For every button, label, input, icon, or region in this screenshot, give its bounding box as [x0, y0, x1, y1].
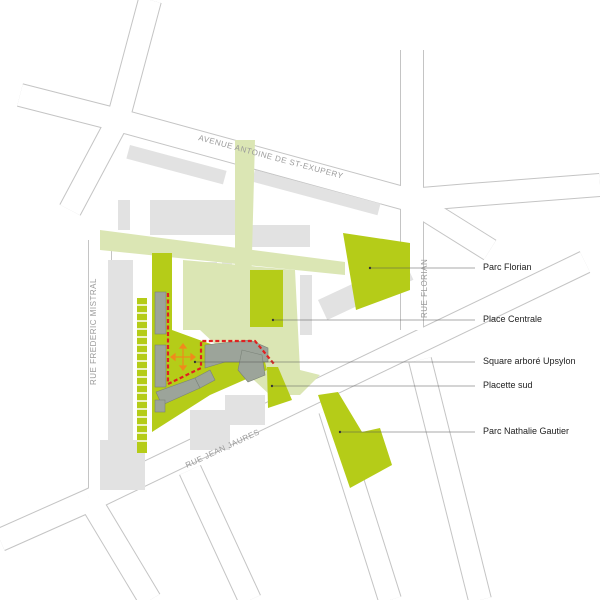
street-rue-frederic-mistral: RUE FREDERIC MISTRAL	[89, 278, 98, 385]
opening-arrows-icon	[170, 343, 196, 371]
legend-square-arbore-upsylon: Square arboré Upsylon	[483, 356, 576, 366]
place-centrale-area	[250, 270, 283, 327]
leader-lines	[193, 266, 475, 434]
legend-parc-nathalie-gautier: Parc Nathalie Gautier	[483, 426, 570, 436]
placette-sud-area	[267, 367, 292, 408]
legend-parc-florian: Parc Florian	[483, 262, 532, 272]
existing-buildings	[100, 144, 414, 490]
legend-placette-sud: Placette sud	[483, 380, 533, 390]
parc-florian-area	[343, 233, 410, 310]
parc-nathalie-gautier-area	[318, 392, 392, 488]
legend-place-centrale: Place Centrale	[483, 314, 543, 324]
project-buildings	[154, 291, 269, 413]
tree-row	[137, 298, 147, 453]
street-rue-florian: RUE FLORIAN	[420, 259, 429, 318]
